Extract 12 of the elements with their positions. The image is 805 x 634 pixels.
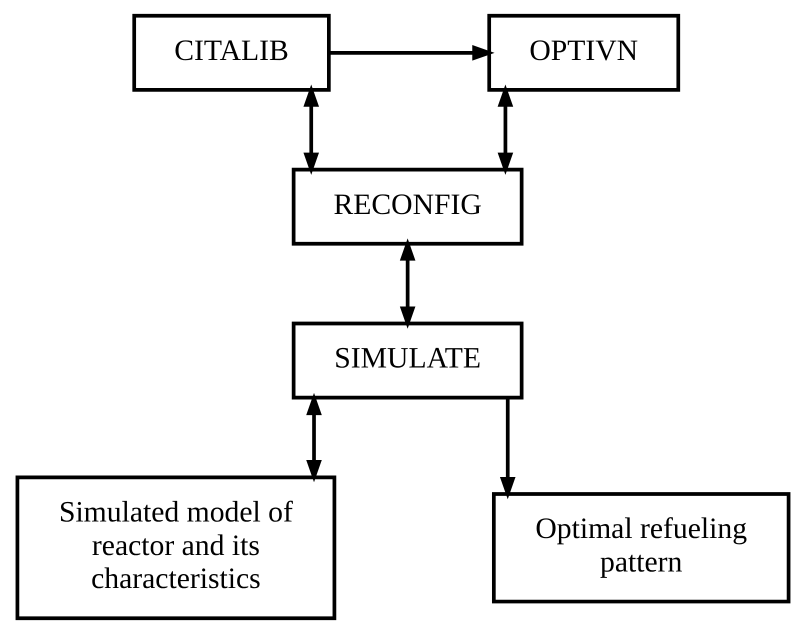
node-box: RECONFIG xyxy=(291,168,523,246)
arrow xyxy=(328,45,494,61)
arrow xyxy=(302,84,319,175)
arrow xyxy=(499,398,516,500)
arrow xyxy=(497,84,513,175)
node-box: SIMULATE xyxy=(291,322,523,400)
node-box: Optimal refueling pattern xyxy=(491,492,790,604)
node-box: Simulated model of reactor and its characteristics xyxy=(15,476,336,620)
arrow xyxy=(399,238,415,329)
node-box: CITALIB xyxy=(132,14,330,92)
arrow xyxy=(306,392,322,482)
node-box: OPTIVN xyxy=(486,14,680,92)
